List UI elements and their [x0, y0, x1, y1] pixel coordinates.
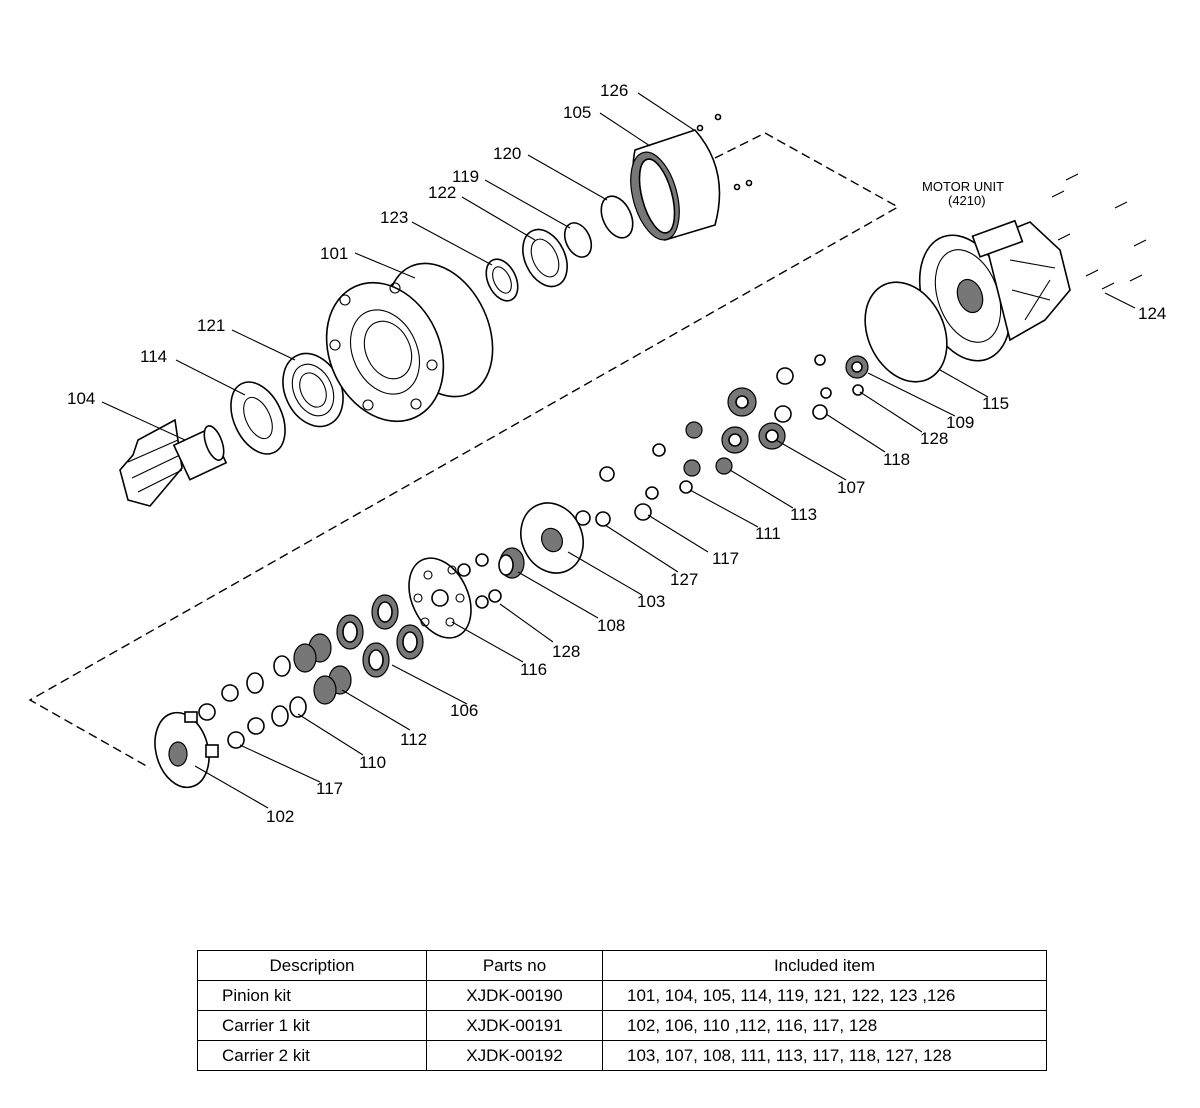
label-124: 124 — [1138, 304, 1166, 323]
dashed-assembly-boundary — [28, 132, 900, 769]
label-107: 107 — [837, 478, 865, 497]
exploded-parts-diagram: MOTOR UNIT (4210) 126 105 120 119 122 12… — [28, 81, 1166, 826]
label-127: 127 — [670, 570, 698, 589]
label-128-lower: 128 — [552, 642, 580, 661]
bearings-113 — [652, 421, 733, 477]
label-104: 104 — [67, 389, 95, 408]
carrier-103 — [520, 502, 584, 574]
cell-description: Carrier 1 kit — [197, 1010, 427, 1041]
thrust-washer-114 — [230, 381, 286, 455]
planet-gears-107 — [721, 387, 792, 454]
header-description: Description — [197, 950, 427, 981]
bearing-108 — [498, 547, 525, 579]
label-120: 120 — [493, 144, 521, 163]
washers-117-lower — [198, 684, 265, 749]
label-105: 105 — [563, 103, 591, 122]
label-117-lower: 117 — [316, 779, 343, 798]
label-111: 111 — [755, 524, 781, 543]
bearing-122 — [522, 228, 568, 288]
table-header-row: Description Parts no Included item — [197, 950, 1047, 981]
label-126: 126 — [600, 81, 628, 100]
bolts-124 — [1051, 173, 1147, 290]
cell-included-item: 101, 104, 105, 114, 119, 121, 122, 123 ,… — [602, 980, 1047, 1011]
label-101: 101 — [320, 244, 348, 263]
washers-127 — [575, 510, 611, 527]
cell-included-item: 102, 106, 110 ,112, 116, 117, 128 — [602, 1010, 1047, 1041]
label-108: 108 — [597, 616, 625, 635]
hub-housing-101 — [325, 262, 494, 423]
washers-118 — [776, 354, 832, 420]
carrier-102 — [154, 711, 219, 789]
label-121: 121 — [197, 316, 225, 335]
label-123: 123 — [380, 208, 408, 227]
table-row: Carrier 1 kit XJDK-00191 102, 106, 110 ,… — [197, 1010, 1047, 1041]
label-103: 103 — [637, 592, 665, 611]
leader-lines — [101, 92, 1136, 809]
parts-kit-table: Description Parts no Included item Pinio… — [197, 950, 1047, 1071]
label-102: 102 — [266, 807, 294, 826]
label-122: 122 — [428, 183, 456, 202]
cell-parts-no: XJDK-00191 — [426, 1010, 603, 1041]
cell-description: Carrier 2 kit — [197, 1040, 427, 1071]
needle-bearings-112 — [293, 633, 352, 705]
ring-119 — [563, 222, 593, 258]
pins-110 — [246, 655, 307, 727]
cell-included-item: 103, 107, 108, 111, 113, 117, 118, 127, … — [602, 1040, 1047, 1071]
plate-116 — [408, 557, 472, 639]
pins-126 — [696, 113, 753, 191]
table-row: Pinion kit XJDK-00190 101, 104, 105, 114… — [197, 980, 1047, 1011]
label-118: 118 — [883, 450, 910, 469]
snap-ring-120 — [600, 195, 634, 239]
o-ring-115 — [864, 281, 948, 383]
motor-unit-code: (4210) — [948, 193, 986, 208]
label-110: 110 — [359, 753, 386, 772]
label-114: 114 — [140, 347, 167, 366]
rings-128-lower — [457, 553, 502, 609]
label-119: 119 — [452, 167, 479, 186]
label-116: 116 — [520, 660, 547, 679]
cell-parts-no: XJDK-00190 — [426, 980, 603, 1011]
pinion-shaft-104 — [119, 418, 228, 507]
bearing-121 — [282, 352, 344, 428]
label-117-upper: 117 — [712, 549, 739, 568]
label-112: 112 — [400, 730, 427, 749]
label-109: 109 — [946, 413, 974, 432]
roller-bearings-106 — [336, 594, 424, 678]
header-included-item: Included item — [602, 950, 1047, 981]
ring-gear-105 — [630, 129, 721, 241]
pins-111 — [645, 480, 693, 500]
cell-parts-no: XJDK-00192 — [426, 1040, 603, 1071]
sun-gear-109 — [845, 355, 869, 379]
cell-description: Pinion kit — [197, 980, 427, 1011]
header-parts-no: Parts no — [426, 950, 603, 981]
table-row: Carrier 2 kit XJDK-00192 103, 107, 108, … — [197, 1040, 1047, 1071]
motor-unit-title: MOTOR UNIT — [922, 179, 1004, 194]
label-106: 106 — [450, 701, 478, 720]
label-128-upper: 128 — [920, 429, 948, 448]
label-113: 113 — [790, 505, 817, 524]
label-115: 115 — [982, 394, 1009, 413]
washers-117-upper — [599, 466, 652, 521]
